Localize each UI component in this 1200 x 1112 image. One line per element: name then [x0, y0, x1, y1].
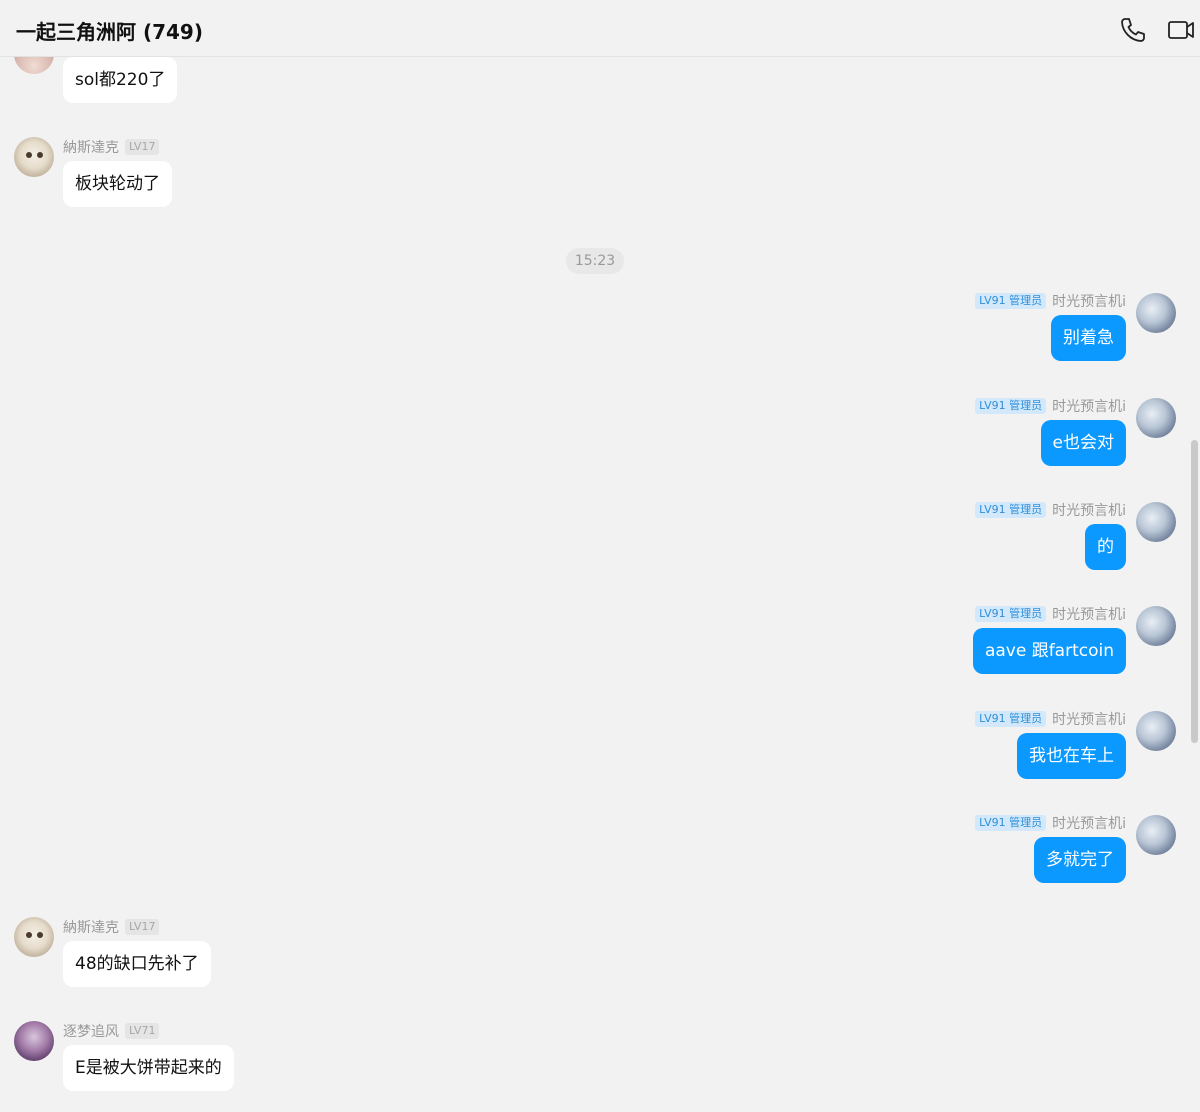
admin-badge: LV91 管理员 [975, 606, 1047, 622]
message-bubble[interactable]: aave 跟fartcoin [972, 628, 1126, 674]
sender-name[interactable]: 时光预言机i [1052, 607, 1126, 623]
message-bubble[interactable]: E是被大饼带起来的 [63, 1045, 234, 1091]
message-row: LV91 管理员时光预言机i 别着急 [0, 291, 1200, 371]
role-text: 管理员 [1009, 399, 1043, 412]
sender-line: LV91 管理员时光预言机i [975, 500, 1126, 519]
level-text: LV91 [979, 607, 1006, 620]
level-badge: LV17 [125, 919, 160, 935]
sender-line: LV91 管理员时光预言机i [975, 604, 1126, 623]
scrollbar-thumb[interactable] [1191, 440, 1198, 743]
role-text: 管理员 [1009, 607, 1043, 620]
message-bubble[interactable]: 多就完了 [1034, 837, 1126, 883]
message-bubble[interactable]: 别着急 [1051, 315, 1126, 361]
level-text: LV91 [979, 294, 1006, 307]
message-row: 納斯達克 LV17 板块轮动了 [0, 137, 1200, 217]
avatar[interactable] [1136, 606, 1176, 646]
role-text: 管理员 [1009, 294, 1043, 307]
sender-name[interactable]: 逐梦追风 [63, 1024, 119, 1040]
sender-name[interactable]: 时光预言机i [1052, 294, 1126, 310]
message-row: LV91 管理员时光预言机i 的 [0, 500, 1200, 580]
role-text: 管理员 [1009, 503, 1043, 516]
phone-icon[interactable] [1119, 16, 1147, 44]
message-bubble[interactable]: 48的缺口先补了 [63, 941, 211, 987]
chat-header: 一起三角洲阿 (749) [0, 0, 1200, 57]
avatar[interactable] [1136, 502, 1176, 542]
sender-name[interactable]: 时光预言机i [1052, 816, 1126, 832]
sender-line: LV91 管理员时光预言机i [975, 709, 1126, 728]
message-row: LV91 管理员时光预言机i aave 跟fartcoin [0, 604, 1200, 684]
message-bubble[interactable]: 板块轮动了 [63, 161, 172, 207]
avatar[interactable] [14, 1021, 54, 1061]
role-text: 管理员 [1009, 816, 1043, 829]
avatar[interactable] [1136, 398, 1176, 438]
message-row: LV91 管理员时光预言机i 我也在车上 [0, 709, 1200, 789]
group-title: 一起三角洲阿 (749) [16, 20, 203, 44]
admin-badge: LV91 管理员 [975, 815, 1047, 831]
video-call-icon[interactable] [1167, 16, 1195, 44]
sender-line: 逐梦追风 LV71 [63, 1021, 160, 1040]
level-badge: LV71 [125, 1023, 160, 1039]
sender-line: 納斯達克 LV17 [63, 137, 160, 156]
timestamp-divider: 15:23 [566, 248, 624, 274]
level-badge: LV17 [125, 139, 160, 155]
sender-line: LV91 管理员时光预言机i [975, 291, 1126, 310]
message-row: sol都220了 [0, 57, 1200, 117]
message-bubble[interactable]: e也会对 [1040, 420, 1126, 466]
avatar[interactable] [1136, 711, 1176, 751]
sender-name[interactable]: 时光预言机i [1052, 712, 1126, 728]
sender-name[interactable]: 納斯達克 [63, 140, 119, 156]
sender-line: 納斯達克 LV17 [63, 917, 160, 936]
message-row: LV91 管理员时光预言机i e也会对 [0, 396, 1200, 476]
avatar[interactable] [1136, 293, 1176, 333]
message-bubble[interactable]: 的 [1085, 524, 1126, 570]
message-row: 逐梦追风 LV71 E是被大饼带起来的 [0, 1021, 1200, 1101]
admin-badge: LV91 管理员 [975, 293, 1047, 309]
sender-line: LV91 管理员时光预言机i [975, 813, 1126, 832]
level-text: LV91 [979, 503, 1006, 516]
level-text: LV91 [979, 399, 1006, 412]
avatar[interactable] [1136, 815, 1176, 855]
message-bubble[interactable]: 我也在车上 [1017, 733, 1126, 779]
level-text: LV91 [979, 712, 1006, 725]
sender-name[interactable]: 时光预言机i [1052, 503, 1126, 519]
role-text: 管理员 [1009, 712, 1043, 725]
message-row: 納斯達克 LV17 48的缺口先补了 [0, 917, 1200, 997]
message-row: LV91 管理员时光预言机i 多就完了 [0, 813, 1200, 893]
admin-badge: LV91 管理员 [975, 502, 1047, 518]
sender-line: LV91 管理员时光预言机i [975, 396, 1126, 415]
message-bubble[interactable]: sol都220了 [63, 57, 178, 103]
sender-name[interactable]: 納斯達克 [63, 920, 119, 936]
sender-name[interactable]: 时光预言机i [1052, 399, 1126, 415]
level-text: LV91 [979, 816, 1006, 829]
avatar[interactable] [14, 917, 54, 957]
admin-badge: LV91 管理员 [975, 398, 1047, 414]
avatar[interactable] [14, 57, 54, 74]
avatar[interactable] [14, 137, 54, 177]
admin-badge: LV91 管理员 [975, 711, 1047, 727]
